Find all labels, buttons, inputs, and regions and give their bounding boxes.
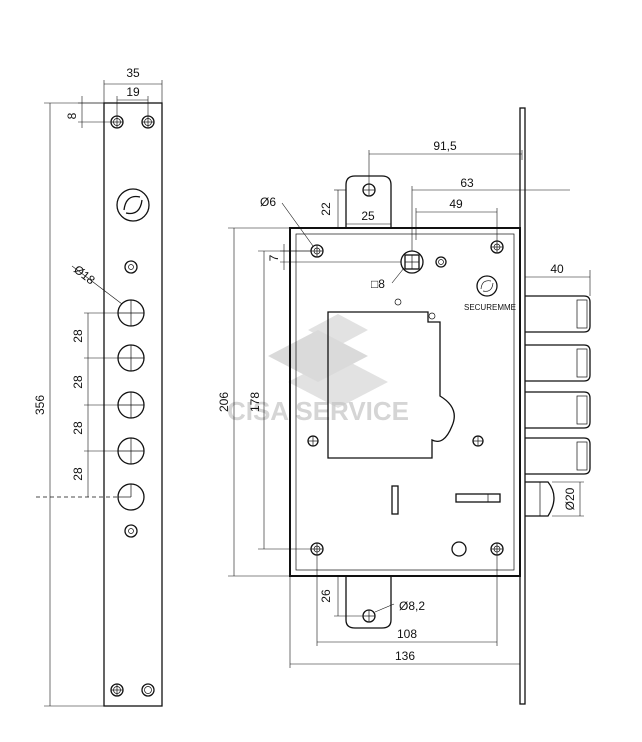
- dimension-63-label: 63: [460, 176, 474, 190]
- dimension-63: 63: [411, 176, 570, 251]
- faceplate-height-dimension: 356: [33, 102, 104, 707]
- faceplate-small-screw-bottom-icon: [124, 524, 138, 538]
- key-slot: [391, 485, 399, 515]
- faceplate-bolt-diameter-label: Ø18: [71, 262, 98, 287]
- dimension-26: 26: [319, 575, 363, 617]
- dimension-d8-2-label: Ø8,2: [399, 599, 425, 613]
- dimension-d6: Ø6: [260, 195, 314, 247]
- faceplate-width-dimension: 35: [103, 66, 163, 103]
- dimension-spindle-label: □8: [371, 277, 385, 291]
- watermark-text: CISA SERVICE: [227, 396, 409, 426]
- dimension-91-5: 91,5: [368, 139, 523, 184]
- bolt-pitch-label-2: 28: [71, 375, 85, 389]
- dimension-91-5-label: 91,5: [433, 139, 457, 153]
- dimension-206-label: 206: [217, 392, 231, 412]
- lock-bottom-tab: [345, 576, 392, 629]
- lock-brand-text: SECUREMME: [464, 303, 516, 312]
- faceplate-top-screw-right-icon: [141, 115, 155, 129]
- faceplate-width-label: 35: [126, 66, 140, 80]
- bolt-pitch-label-4: 28: [71, 467, 85, 481]
- bolt-pitch-label-1: 28: [71, 329, 85, 343]
- dimension-49-label: 49: [449, 197, 463, 211]
- faceplate-bottom-screw-left-icon: [110, 683, 124, 697]
- dimension-26-label: 26: [319, 589, 333, 603]
- dimension-108-label: 108: [397, 627, 417, 641]
- faceplate-bolt-hole-4: [117, 437, 145, 465]
- deadbolt-3: [525, 391, 591, 429]
- deadbolt-4: [525, 437, 591, 475]
- dimension-25: 25: [346, 209, 391, 225]
- faceplate-bolt-diameter-callout: Ø18: [71, 262, 123, 305]
- lock-screw-mid-right-icon: [472, 435, 484, 447]
- faceplate-outline: [103, 102, 163, 707]
- dimension-40: 40: [525, 262, 591, 296]
- lock-case-outline: [289, 227, 521, 577]
- lock-screw-bottom-right-icon: [490, 542, 504, 556]
- faceplate-hole-spacing-label: 19: [126, 85, 140, 99]
- faceplate-brand-logo-icon: [116, 188, 150, 222]
- faceplate-top-offset-label: 8: [65, 112, 79, 119]
- dimension-178: 178: [248, 250, 311, 550]
- dimension-22-label: 22: [319, 202, 333, 216]
- dimension-40-label: 40: [550, 262, 564, 276]
- dimension-d20: Ø20: [552, 481, 584, 517]
- dimension-178-label: 178: [248, 392, 262, 412]
- watermark: CISA SERVICE: [227, 314, 409, 426]
- dimension-7: 7: [267, 244, 401, 270]
- lock-brand-logo-icon: [476, 275, 498, 297]
- faceplate-bolt-hole-3: [117, 391, 145, 419]
- dimension-d8-2: Ø8,2: [374, 599, 425, 613]
- faceplate-bottom-screw-right-icon: [141, 683, 155, 697]
- faceplate: 35 19 8 356 Ø18: [33, 66, 163, 707]
- latch-guide-slot: [455, 493, 501, 503]
- deadbolt-1: [525, 295, 591, 333]
- lock-screw-right-icon: [435, 256, 447, 268]
- dimension-d6-label: Ø6: [260, 195, 276, 209]
- lock-body: SECUREMME 91,5: [217, 107, 591, 705]
- lock-case-inner: [295, 233, 515, 571]
- spindle-hub-icon: [400, 250, 424, 274]
- lock-screw-top-right-icon: [490, 240, 504, 254]
- faceplate-small-screw-top-icon: [124, 260, 138, 274]
- latch-bolt: [525, 481, 555, 517]
- dimension-206: 206: [217, 227, 290, 577]
- watermark-logo-icon: [268, 314, 388, 408]
- cylinder-cutout: [327, 311, 455, 459]
- dimension-108: 108: [316, 555, 498, 646]
- dimension-22: 22: [319, 189, 346, 229]
- dimension-49: 49: [415, 197, 498, 241]
- faceplate-hole-spacing-dimension: 19: [116, 85, 149, 116]
- faceplate-latch-hole: [117, 483, 145, 511]
- lock-screw-bottom-left-icon: [310, 542, 324, 556]
- dimension-spindle: □8: [371, 267, 405, 291]
- lock-screw-mid-left-icon: [307, 435, 319, 447]
- lock-round-hole-icon: [451, 541, 467, 557]
- dimension-136: 136: [289, 576, 521, 668]
- bolt-pitch-label-3: 28: [71, 421, 85, 435]
- faceplate-height-label: 356: [33, 395, 47, 415]
- dimension-25-label: 25: [361, 209, 375, 223]
- dimension-d20-label: Ø20: [563, 487, 577, 510]
- dimension-7-label: 7: [267, 254, 281, 261]
- faceplate-bolt-hole-2: [117, 344, 145, 372]
- faceplate-top-screw-left-icon: [110, 115, 124, 129]
- lock-top-tab: [345, 175, 392, 228]
- lock-screw-top-left-icon: [310, 244, 324, 258]
- deadbolt-2: [525, 344, 591, 382]
- faceplate-bolt-pitch-dimensions: 28 28 28 28: [36, 312, 118, 498]
- dimension-136-label: 136: [395, 649, 415, 663]
